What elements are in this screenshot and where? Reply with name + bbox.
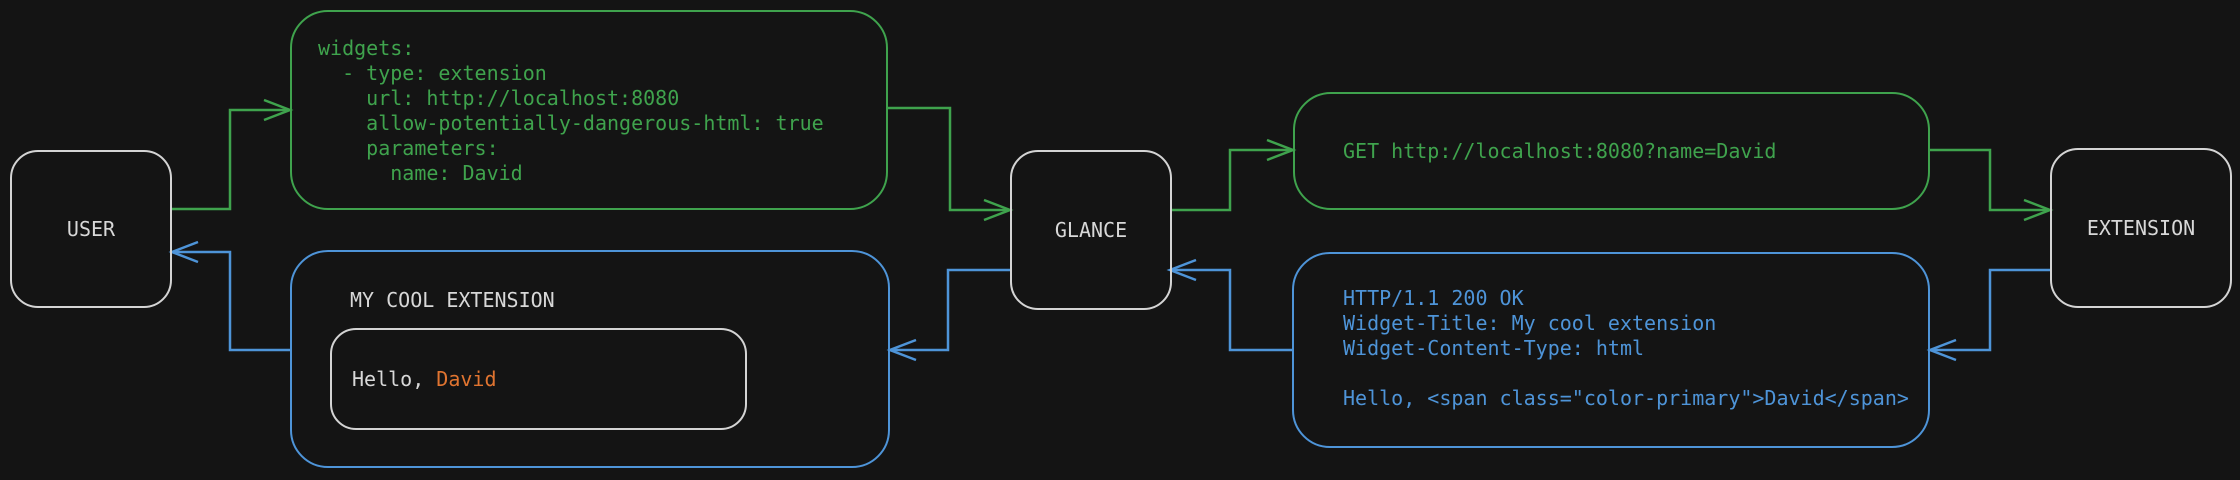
node-extension: EXTENSION [2050,148,2232,308]
widget-greeting: Hello, David [352,367,497,391]
http-response-code: HTTP/1.1 200 OK Widget-Title: My cool ex… [1343,286,1909,410]
connector-glance-to-request [1172,138,1297,212]
http-request-code: GET http://localhost:8080?name=David [1343,139,1777,163]
yaml-config-box [290,10,888,210]
widget-render-frame: Hello, David [330,328,747,430]
connector-request-to-extension [1930,148,2054,222]
connector-config-to-glance [888,106,1014,222]
node-user-label: USER [66,217,116,241]
yaml-config-code: widgets: - type: extension url: http://l… [318,36,824,185]
greeting-name: David [436,367,497,391]
widget-preview-box [290,250,890,468]
http-response-box [1292,252,1930,448]
node-glance: GLANCE [1010,150,1172,310]
connector-widget-to-user [168,240,290,352]
connector-response-to-glance [1166,258,1292,352]
connector-glance-to-widget [886,268,1010,362]
connector-user-to-config [172,98,294,211]
node-extension-label: EXTENSION [2086,216,2196,240]
widget-title: MY COOL EXTENSION [350,288,555,312]
http-request-box [1293,92,1930,210]
greeting-prefix: Hello, [352,367,437,391]
connector-extension-to-response [1926,268,2050,362]
node-glance-label: GLANCE [1054,218,1128,242]
node-user: USER [10,150,172,308]
